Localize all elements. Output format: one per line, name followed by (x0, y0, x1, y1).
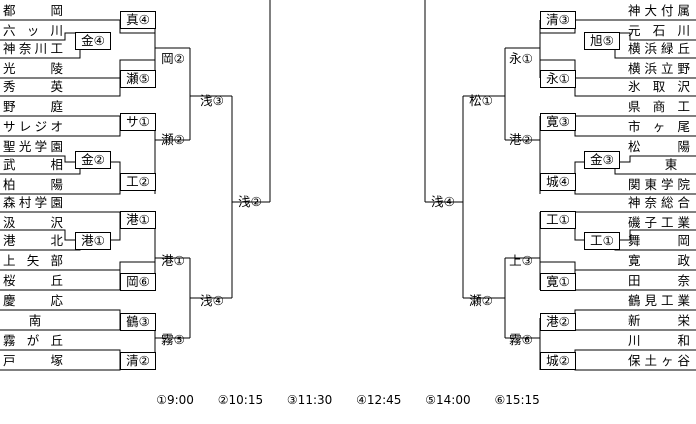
team-left-6: 野庭 (3, 99, 63, 114)
team-left-5: 秀英 (3, 79, 63, 94)
team-left-12: 汲沢 (3, 215, 63, 230)
match-result-box: 瀬⑤ (120, 70, 156, 88)
match-result-box: 工① (584, 232, 620, 250)
team-left-8: 聖光学園 (3, 139, 63, 154)
team-right-19: 保土ヶ谷 (628, 353, 690, 368)
team-right-9: 東 (664, 157, 678, 172)
team-left-4: 光陵 (3, 61, 63, 76)
match-result: 瀬② (469, 293, 493, 308)
team-right-8: 松陽 (628, 139, 690, 154)
match-result-box: 旭⑤ (584, 32, 620, 50)
team-left-19: 戸塚 (3, 353, 63, 368)
match-result: 霧⑥ (509, 332, 533, 347)
team-right-15: 田奈 (628, 273, 690, 288)
match-result: 永① (509, 51, 533, 66)
legend-item: ②10:15 (217, 393, 264, 407)
match-result: 岡② (161, 51, 185, 66)
team-left-2: 六ッ川 (3, 23, 63, 38)
match-result-box: 城④ (540, 173, 576, 191)
team-right-10: 関東学院 (628, 177, 690, 192)
match-result: 瀬② (161, 132, 185, 147)
team-right-18: 川和 (628, 333, 690, 348)
team-right-14: 寛政 (628, 253, 690, 268)
match-result-box: 清② (120, 352, 156, 370)
team-left-1: 都岡 (3, 3, 63, 18)
match-result-box: 寛③ (540, 113, 576, 131)
team-left-18: 霧が丘 (3, 333, 63, 348)
match-result-box: サ① (120, 113, 156, 131)
team-left-7: サレジオ (3, 119, 63, 134)
team-left-9: 武相 (3, 157, 63, 172)
team-left-10: 柏陽 (3, 177, 63, 192)
team-right-5: 氷取沢 (628, 79, 690, 94)
match-result: 浅④ (431, 194, 455, 209)
match-result: 浅② (238, 194, 262, 209)
team-left-17: 南 (28, 313, 42, 328)
team-right-1: 神大付属 (628, 3, 690, 18)
time-legend: ①9:00 ②10:15 ③11:30 ④12:45 ⑤14:00 ⑥15:15 (0, 393, 696, 407)
team-left-16: 慶応 (3, 293, 63, 308)
match-result: 港② (509, 132, 533, 147)
match-result-box: 鶴③ (120, 313, 156, 331)
match-result-box: 金④ (75, 32, 111, 50)
match-result-box: 港① (75, 232, 111, 250)
team-right-12: 磯子工業 (628, 215, 690, 230)
match-result-box: 工② (120, 173, 156, 191)
legend-item: ①9:00 (156, 393, 194, 407)
match-result: 霧⑤ (161, 332, 185, 347)
match-result-box: 港① (120, 211, 156, 229)
match-result: 上③ (509, 253, 533, 268)
team-left-11: 森村学園 (3, 195, 63, 210)
match-result-box: 金③ (584, 151, 620, 169)
team-right-3: 横浜緑丘 (628, 41, 690, 56)
legend-item: ⑤14:00 (425, 393, 471, 407)
match-result: 浅③ (200, 93, 224, 108)
legend-item: ④12:45 (356, 393, 402, 407)
match-result-box: 清③ (540, 11, 576, 29)
team-left-14: 上矢部 (3, 253, 63, 268)
team-right-4: 横浜立野 (628, 61, 690, 76)
match-result-box: 金② (75, 151, 111, 169)
legend-item: ⑥15:15 (494, 393, 540, 407)
team-right-16: 鶴見工業 (628, 293, 690, 308)
match-result-box: 港② (540, 313, 576, 331)
team-left-3: 神奈川工 (3, 41, 63, 56)
team-right-7: 市ヶ尾 (628, 119, 690, 134)
team-right-17: 新栄 (628, 313, 690, 328)
match-result-box: 城② (540, 352, 576, 370)
match-result: 港① (161, 253, 185, 268)
team-left-15: 桜丘 (3, 273, 63, 288)
match-result-box: 永① (540, 70, 576, 88)
team-right-11: 神奈総合 (628, 195, 690, 210)
team-right-6: 県商工 (628, 99, 690, 114)
team-right-13: 舞岡 (628, 233, 690, 248)
team-left-13: 港北 (3, 233, 63, 248)
match-result-box: 岡⑥ (120, 273, 156, 291)
match-result-box: 寛① (540, 273, 576, 291)
match-result: 松① (469, 93, 493, 108)
match-result-box: 真④ (120, 11, 156, 29)
legend-item: ③11:30 (286, 393, 333, 407)
team-right-2: 元石川 (628, 23, 690, 38)
match-result: 浅④ (200, 293, 224, 308)
match-result-box: 工① (540, 211, 576, 229)
